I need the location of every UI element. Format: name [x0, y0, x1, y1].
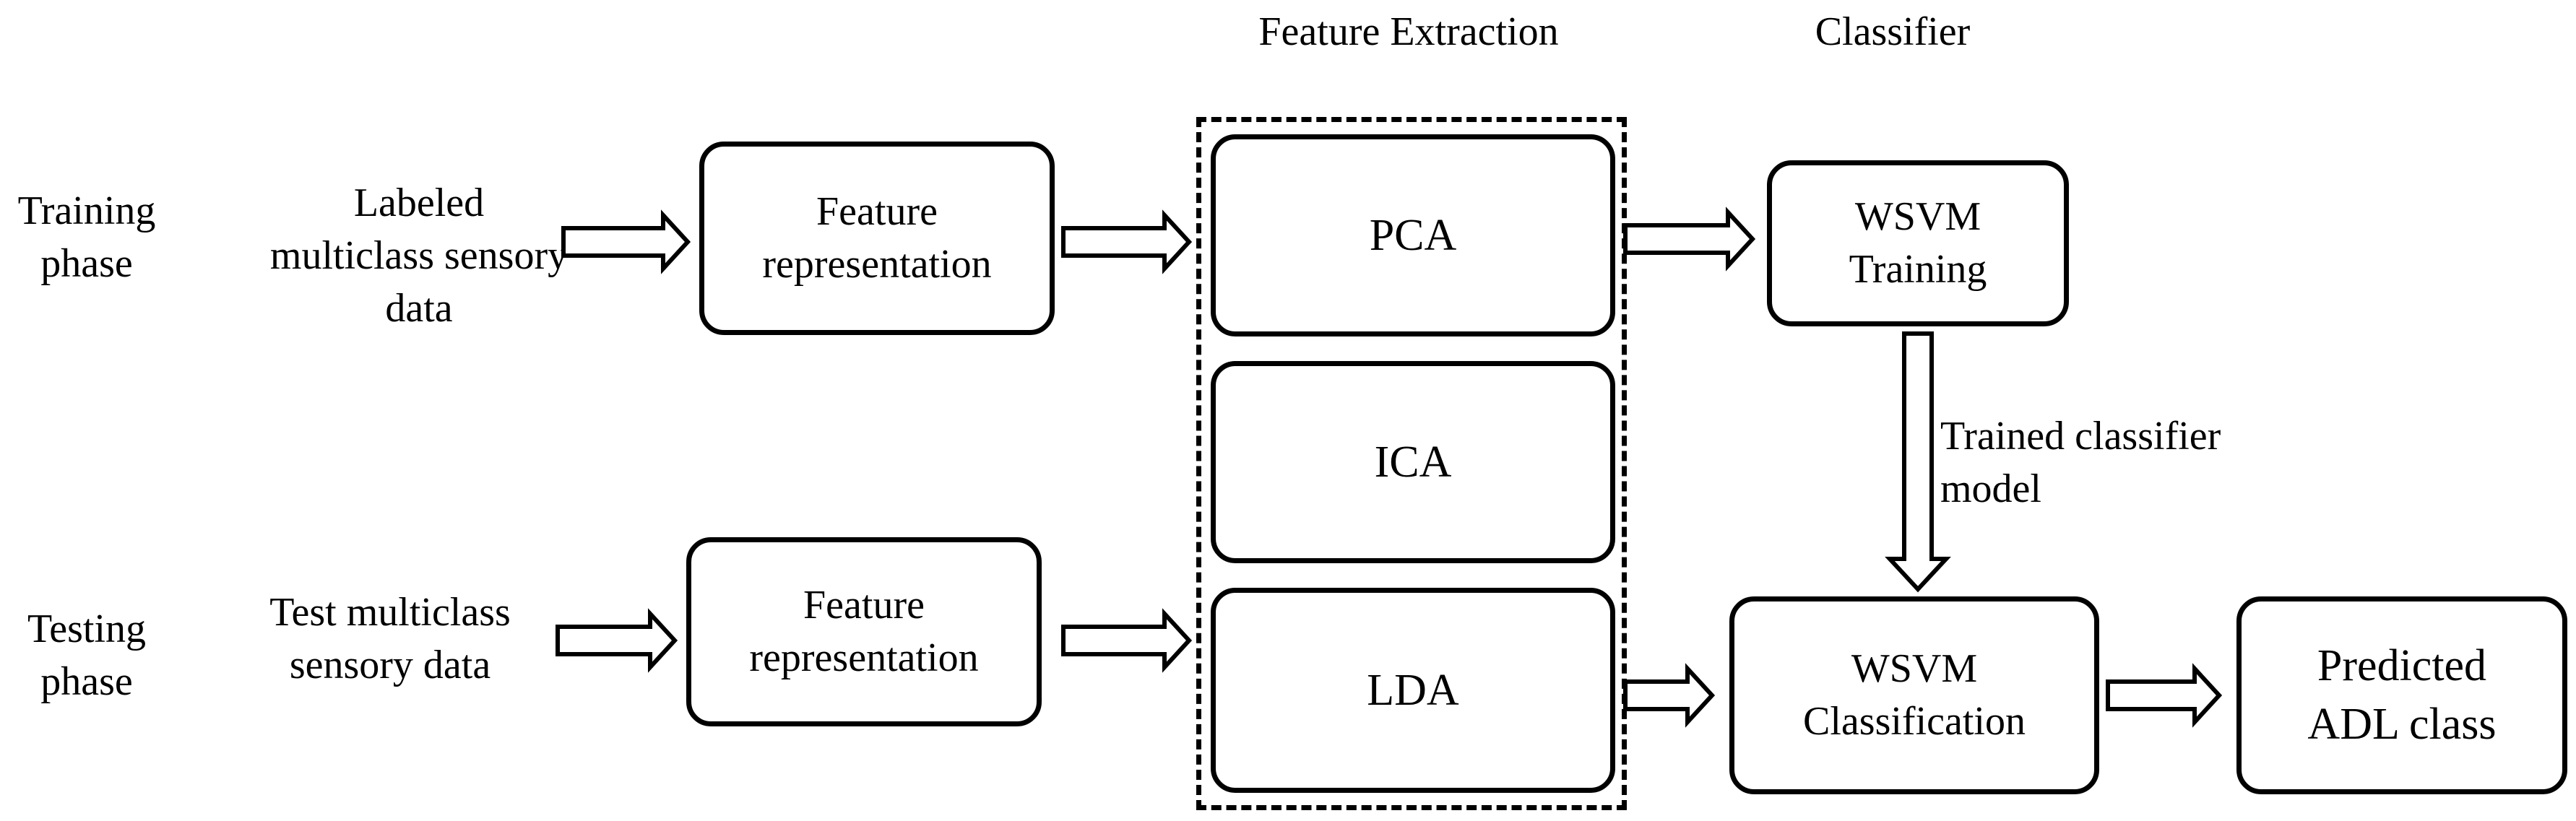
- wsvm-training-label: WSVM Training: [1849, 194, 1987, 292]
- arrow-wsvm-classification-to-predicted: [2106, 663, 2223, 728]
- classifier-header: Classifier: [1815, 9, 1971, 54]
- arrow-lda-to-wsvm-classification: [1623, 663, 1716, 728]
- arrow-pca-to-wsvm-training: [1623, 207, 1756, 272]
- arrow-feature-train-to-pca: [1061, 209, 1193, 274]
- predicted-adl-class-box: Predicted ADL class: [2236, 596, 2567, 794]
- training-input-label: Labeled multiclass sensory data: [269, 181, 569, 331]
- pca-box: PCA: [1211, 134, 1615, 336]
- ica-label: ICA: [1374, 437, 1452, 487]
- lda-box: LDA: [1211, 588, 1615, 793]
- arrow-input-to-feature-test: [556, 608, 678, 673]
- lda-label: LDA: [1367, 665, 1459, 715]
- arrow-feature-test-to-lda: [1061, 608, 1193, 673]
- feature-extraction-group: [1196, 117, 1627, 810]
- arrow-input-to-feature-train: [561, 209, 691, 274]
- testing-input-label: Test multiclass sensory data: [269, 590, 511, 687]
- training-phase-label: Training phase: [17, 188, 156, 286]
- wsvm-classification-label: WSVM Classification: [1803, 646, 2026, 744]
- arrow-trained-model-down: [1885, 331, 1951, 593]
- feature-representation-test-box: Feature representation: [686, 537, 1042, 726]
- feature-representation-train-label: Feature representation: [762, 189, 992, 287]
- feature-representation-train-box: Feature representation: [699, 142, 1055, 335]
- trained-classifier-model-label: Trained classifier model: [1940, 414, 2221, 511]
- predicted-adl-class-label: Predicted ADL class: [2307, 641, 2497, 749]
- wsvm-training-box: WSVM Training: [1767, 160, 2069, 326]
- wsvm-classification-box: WSVM Classification: [1729, 596, 2099, 794]
- ica-box: ICA: [1211, 361, 1615, 563]
- feature-representation-test-label: Feature representation: [749, 583, 979, 680]
- testing-phase-label: Testing phase: [27, 607, 147, 704]
- pca-label: PCA: [1369, 210, 1457, 260]
- feature-extraction-header: Feature Extraction: [1258, 9, 1559, 54]
